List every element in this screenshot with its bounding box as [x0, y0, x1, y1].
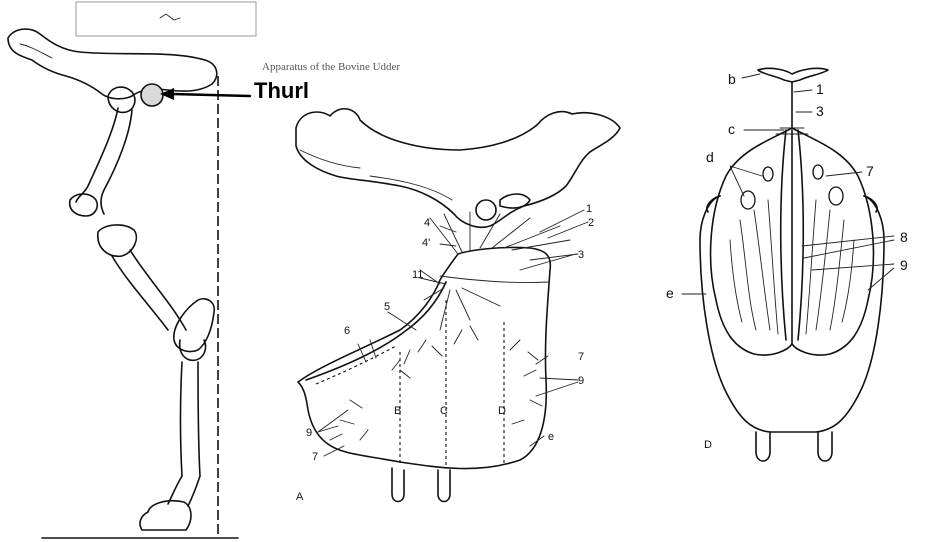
- lateral-fibers: [420, 270, 500, 330]
- pelvis-a: [296, 109, 620, 227]
- label-7-left: 7: [312, 451, 318, 463]
- panel-label-d: D: [704, 439, 712, 451]
- figure-d-rear-view: b 1 3 c d 7 8 9 e D: [666, 68, 908, 461]
- hoof: [140, 501, 191, 530]
- thurl-label: Thurl: [254, 78, 309, 103]
- femur-shaft: [76, 108, 132, 214]
- label-9-right: 9: [578, 375, 584, 387]
- label-9-left: 9: [306, 427, 312, 439]
- pelvis-a-detail: [300, 150, 452, 200]
- scan-frame: [76, 2, 256, 36]
- scan-marks: [160, 14, 180, 20]
- pelvis-bone: [8, 29, 217, 99]
- label-e: e: [548, 431, 554, 443]
- figure-caption: Apparatus of the Bovine Udder: [262, 61, 400, 73]
- udder-outline-a: [298, 247, 550, 468]
- hip-socket-a: [476, 200, 496, 220]
- label-3: 3: [578, 249, 584, 261]
- label-6: 6: [344, 325, 350, 337]
- label-1: 1: [586, 203, 592, 215]
- label-c-d: c: [728, 121, 735, 137]
- cannon-bone: [181, 362, 201, 476]
- obturator-a: [500, 194, 530, 208]
- label-8-d: 8: [900, 229, 908, 245]
- label-3-d: 3: [816, 103, 824, 119]
- lymph-node-1: [763, 167, 773, 181]
- label-quarter-b: B: [394, 405, 401, 417]
- femur-head: [108, 87, 135, 112]
- label-7-d: 7: [866, 163, 874, 179]
- patella: [70, 194, 98, 216]
- label-9-d: 9: [900, 257, 908, 273]
- label-d-d: d: [706, 149, 714, 165]
- figure-a-side-view: Apparatus of the Bovine Udder 1 2 3 4 4'…: [262, 61, 620, 503]
- pelvis-cap-d: [758, 68, 828, 82]
- pelvis-detail: [20, 44, 52, 58]
- lymph-node-3: [813, 165, 823, 179]
- hind-limb-skeleton: Thurl: [8, 2, 309, 538]
- panel-label-a: A: [296, 491, 304, 503]
- thurl-joint: [141, 84, 163, 106]
- label-b-d: b: [728, 71, 736, 87]
- label-quarter-c: C: [440, 405, 448, 417]
- teat-a2: [438, 470, 450, 502]
- label-7-right: 7: [578, 351, 584, 363]
- label-4: 4: [424, 217, 430, 229]
- thurl-arrow-shaft: [172, 94, 250, 96]
- label-11: 11: [412, 269, 423, 281]
- label-2: 2: [588, 217, 594, 229]
- label-5: 5: [384, 301, 390, 313]
- lymph-node-4: [829, 187, 843, 205]
- tibia: [112, 250, 186, 330]
- label-4-prime: 4': [422, 237, 430, 249]
- label-quarter-d: D: [498, 405, 506, 417]
- teat-d1: [756, 432, 770, 461]
- teat-d2: [818, 432, 832, 461]
- lamellae: [330, 326, 542, 440]
- teat-a1: [392, 468, 404, 502]
- label-e-d: e: [666, 285, 674, 301]
- ligament-3: [440, 276, 548, 283]
- label-1-d: 1: [816, 81, 824, 97]
